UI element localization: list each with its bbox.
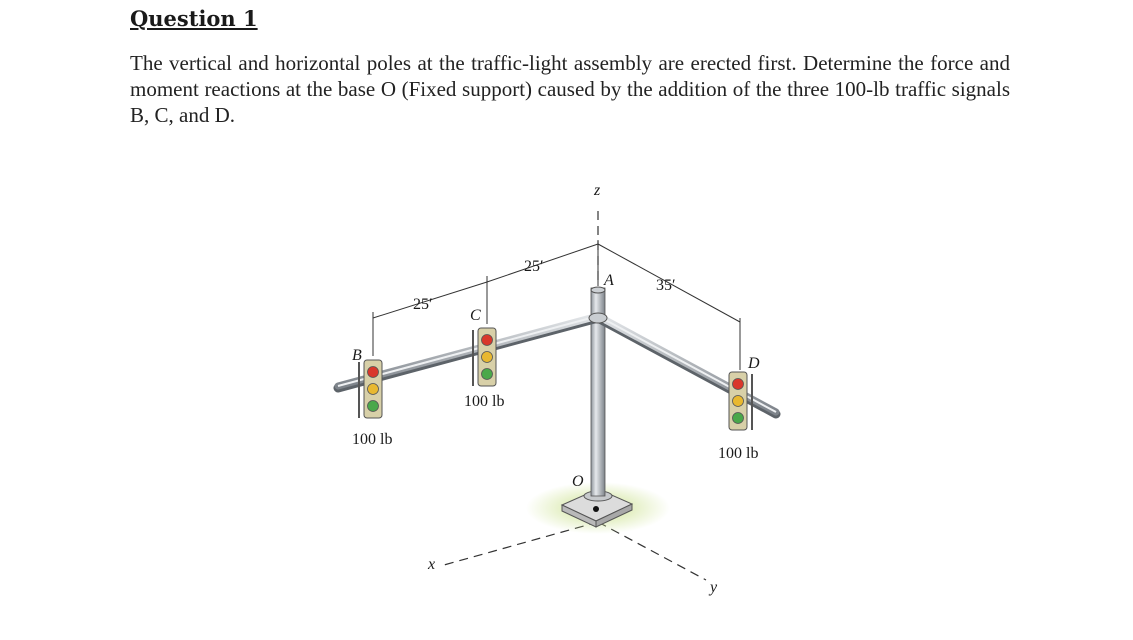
- axis-y-label: y: [708, 579, 718, 596]
- axis-z-label: z: [593, 182, 601, 199]
- point-o-label: O: [572, 473, 584, 490]
- axis-x-label: x: [427, 556, 435, 573]
- dim-ad-label: 35′: [656, 277, 676, 294]
- signal-d: [728, 371, 753, 431]
- dim-ac-label: 25′: [524, 258, 544, 275]
- question-heading: Question 1: [130, 6, 258, 31]
- pole-cap: [590, 286, 606, 294]
- signal-c: [472, 327, 497, 387]
- load-c-label: 100 lb: [464, 393, 504, 410]
- load-d-label: 100 lb: [718, 445, 758, 462]
- dimension-lines: [372, 240, 741, 370]
- point-c-label: C: [470, 307, 481, 324]
- question-text: The vertical and horizontal poles at the…: [130, 51, 1010, 127]
- dim-cb-label: 25′: [413, 296, 433, 313]
- arm-joint: [588, 312, 608, 324]
- signal-b: [358, 359, 383, 419]
- load-b-label: 100 lb: [352, 431, 392, 448]
- point-d-label: D: [747, 355, 760, 372]
- point-a-label: A: [603, 272, 614, 289]
- point-b-label: B: [352, 347, 362, 364]
